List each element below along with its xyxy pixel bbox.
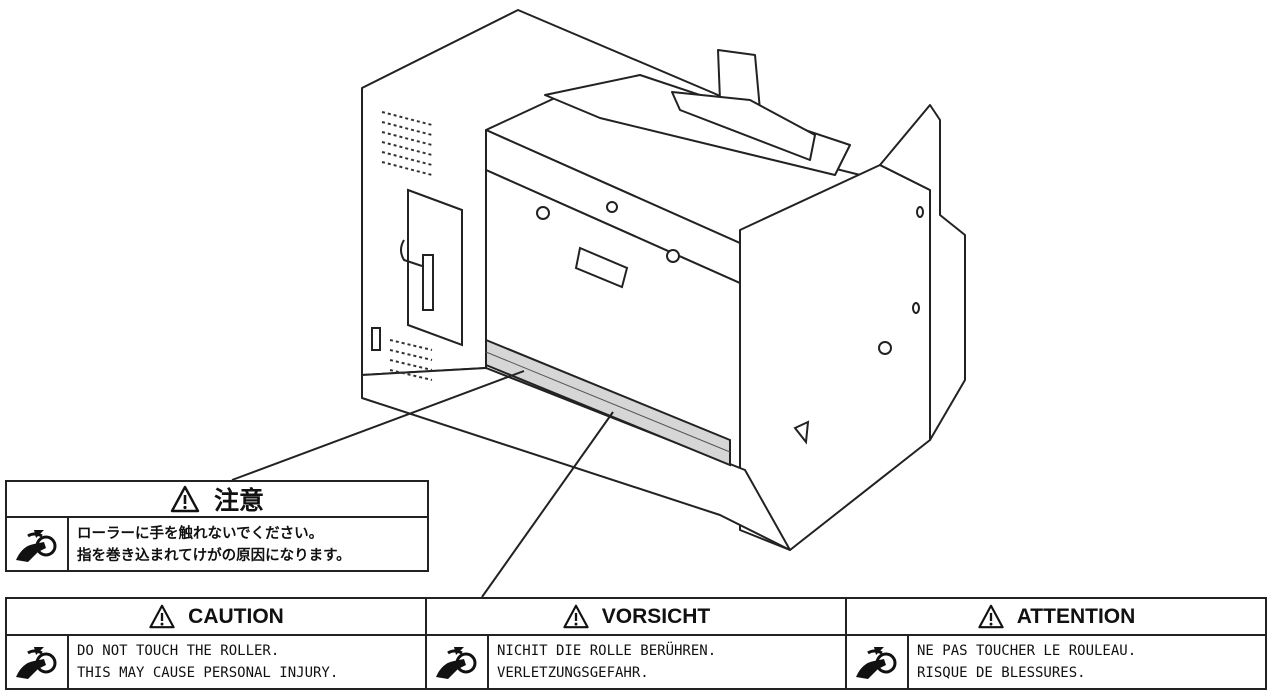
right-cabinet-side bbox=[879, 104, 966, 441]
interface-plate bbox=[407, 188, 463, 347]
hand-roller-pinch-icon bbox=[16, 647, 57, 679]
caution-label-multilingual: CAUTION DO NOT TOUCH THE ROLLER. THIS MA… bbox=[5, 597, 1267, 690]
caution-text-german-line2: VERLETZUNGSGEFAHR. bbox=[497, 665, 649, 681]
caution-label-jp-header: 注意 bbox=[7, 482, 427, 518]
warning-triangle-icon bbox=[149, 604, 175, 629]
stacker-fence bbox=[671, 91, 816, 161]
caution-heading-french: ATTENTION bbox=[1016, 604, 1136, 628]
lower-base bbox=[361, 367, 791, 551]
caution-label-jp-line2: 指を巻き込まれてけがの原因になります。 bbox=[77, 548, 351, 564]
right-cabinet-front bbox=[739, 164, 931, 551]
caution-text-english-line2: THIS MAY CAUSE PERSONAL INJURY. bbox=[77, 665, 339, 681]
hand-roller-pinch-icon bbox=[436, 647, 477, 679]
caution-text-english-line1: DO NOT TOUCH THE ROLLER. bbox=[77, 643, 280, 659]
leader-line-multilingual bbox=[481, 411, 614, 598]
caution-label-jp-heading: 注意 bbox=[213, 486, 264, 515]
connector-port bbox=[422, 254, 434, 311]
stacker-tray bbox=[544, 74, 851, 176]
leader-line-jp bbox=[231, 370, 525, 481]
caution-label-jp-line1: ローラーに手を触れないでください。 bbox=[77, 526, 324, 542]
caution-text-french-line2: RISQUE DE BLESSURES. bbox=[917, 665, 1086, 681]
warning-triangle-icon bbox=[170, 485, 200, 513]
caution-heading-german: VORSICHT bbox=[601, 604, 711, 628]
caution-heading-english: CAUTION bbox=[188, 604, 284, 628]
caution-cell-english: CAUTION DO NOT TOUCH THE ROLLER. THIS MA… bbox=[7, 599, 427, 688]
warning-triangle-icon bbox=[978, 604, 1004, 629]
hand-roller-pinch-icon bbox=[16, 530, 57, 562]
caution-text-german-line1: NICHIT DIE ROLLE BERÜHREN. bbox=[497, 643, 717, 659]
hand-roller-pinch-icon bbox=[856, 647, 897, 679]
caution-cell-french: ATTENTION NE PAS TOUCHER LE ROULEAU. RIS… bbox=[847, 599, 1265, 688]
warning-triangle-icon bbox=[563, 604, 589, 629]
caution-text-french-line1: NE PAS TOUCHER LE ROULEAU. bbox=[917, 643, 1137, 659]
front-window bbox=[574, 246, 629, 289]
caution-cell-german: VORSICHT NICHIT DIE ROLLE BERÜHREN. VERL… bbox=[427, 599, 847, 688]
caution-label-japanese: 注意 ローラーに手を触れないでください。 指を巻き込まれてけがの原因になります。 bbox=[5, 480, 429, 572]
